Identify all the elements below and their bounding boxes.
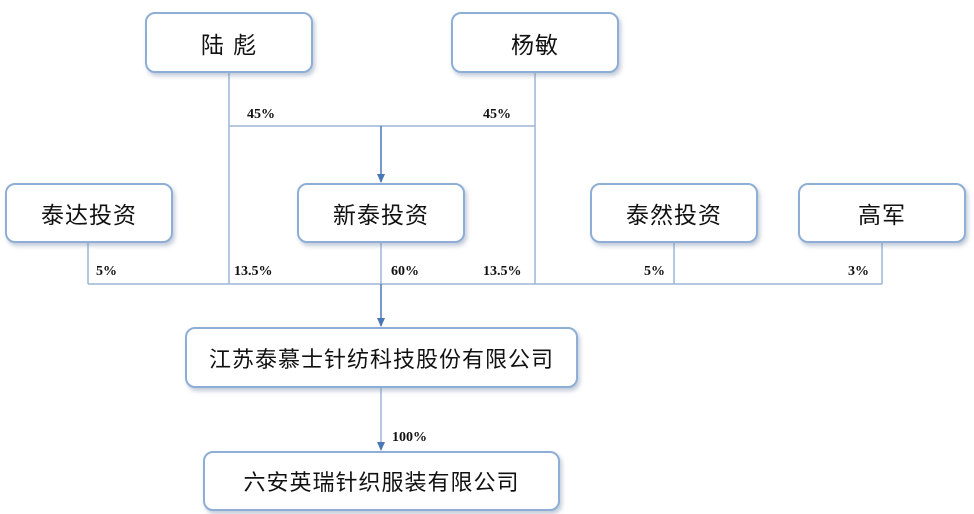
- node-jiangsu-taimushi: 江苏泰慕士针纺科技股份有限公司: [185, 327, 578, 388]
- edge-label-tairan-jiangsu: 5%: [644, 264, 665, 279]
- node-tairan-label: 泰然投资: [626, 203, 722, 229]
- edge-label-gao-jun-jiangsu: 3%: [848, 264, 869, 279]
- edge-label-lu-biao-jiangsu: 13.5%: [234, 264, 273, 279]
- node-yang-min: 杨敏: [451, 12, 619, 73]
- node-yang-min-label: 杨敏: [511, 32, 559, 59]
- node-taida: 泰达投资: [5, 183, 173, 243]
- node-lu-biao-label: 陆 彪: [200, 32, 258, 59]
- node-lu-biao: 陆 彪: [145, 12, 313, 73]
- node-taida-label: 泰达投资: [41, 203, 137, 229]
- node-gao-jun: 高军: [798, 183, 966, 243]
- node-gao-jun-label: 高军: [858, 203, 906, 229]
- node-luan-yingrui-label: 六安英瑞针织服装有限公司: [243, 471, 520, 496]
- node-tairan: 泰然投资: [590, 183, 758, 243]
- edge-label-lu-biao-xintai: 45%: [247, 107, 275, 122]
- node-luan-yingrui: 六安英瑞针织服装有限公司: [203, 451, 560, 511]
- node-xintai: 新泰投资: [297, 183, 465, 243]
- node-jiangsu-taimushi-label: 江苏泰慕士针纺科技股份有限公司: [208, 347, 554, 373]
- edge-label-taida-jiangsu: 5%: [96, 264, 117, 279]
- edge-label-xintai-jiangsu: 60%: [391, 264, 419, 279]
- edge-label-yang-min-xintai: 45%: [483, 107, 511, 122]
- node-xintai-label: 新泰投资: [333, 203, 429, 229]
- edge-label-jiangsu-luan: 100%: [392, 430, 427, 445]
- edge-label-yang-min-jiangsu: 13.5%: [483, 264, 522, 279]
